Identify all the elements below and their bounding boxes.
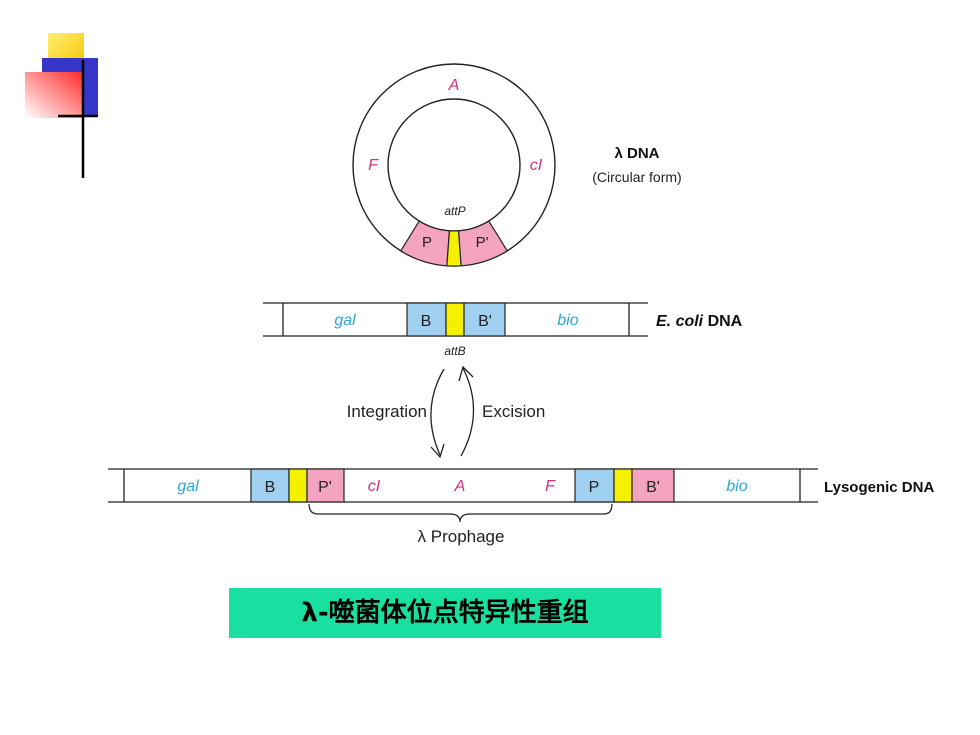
lysogenic-b-label: B <box>265 479 276 496</box>
lysogenic-f-label: F <box>545 478 556 495</box>
ecoli-dna-label-species: E. coli <box>656 313 704 330</box>
ecoli-box-b <box>406 302 447 337</box>
slide-caption: λ-噬菌体位点特异性重组 <box>229 588 661 638</box>
prophage-bracket <box>308 503 613 523</box>
lysogenic-bio-label: bio <box>726 478 747 495</box>
excision-arrowhead <box>458 365 474 382</box>
integration-arrowhead <box>430 443 445 459</box>
ecoli-gal-label: gal <box>334 312 356 329</box>
lysogenic-dna-label: Lysogenic DNA <box>824 479 934 496</box>
lysogenic-box-b-prime <box>631 468 675 503</box>
lysogenic-box-core-left <box>288 468 308 503</box>
lysogenic-a-label: A <box>454 478 466 495</box>
circle-segment-p-prime-label: P' <box>476 234 489 251</box>
circle-segment-p-prime <box>457 220 509 267</box>
ecoli-b-prime-label: B' <box>478 313 492 330</box>
circle-gene-f: F <box>368 157 379 174</box>
ecoli-dna-label-suffix: DNA <box>703 313 743 330</box>
circle-segment-p-label: P <box>422 234 432 251</box>
circle-gene-ci: cI <box>530 157 543 174</box>
slide-corner-decoration <box>25 33 98 178</box>
deco-red-square <box>25 72 83 118</box>
excision-arrow <box>460 367 475 457</box>
lambda-dna-title: λ DNA <box>614 145 659 162</box>
lambda-dna-subtitle: (Circular form) <box>592 169 681 185</box>
ecoli-b-label: B <box>421 313 432 330</box>
lysogenic-b-prime-label: B' <box>646 479 660 496</box>
lambda-circular-dna: A F cI attP P P' λ DNA (Circular form) <box>352 63 682 267</box>
ecoli-dna-label: E. coli DNA <box>656 313 743 330</box>
circle-attp-label: attP <box>444 204 465 218</box>
lysogenic-p-label: P <box>589 479 600 496</box>
lysogenic-gal-label: gal <box>177 478 199 495</box>
ecoli-box-core <box>445 302 465 337</box>
lysogenic-dna-strip: gal B P' cI A F P B' bio Lysogenic DNA λ… <box>108 468 934 546</box>
lysogenic-box-b <box>250 468 290 503</box>
lysogenic-p-prime-label: P' <box>318 479 332 496</box>
integration-arrow <box>430 368 445 456</box>
ecoli-box-b-prime <box>463 302 506 337</box>
lysogenic-box-p-prime <box>306 468 345 503</box>
excision-label: Excision <box>482 402 545 421</box>
integration-excision-arrows: Integration Excision <box>347 365 545 459</box>
prophage-label: λ Prophage <box>418 527 505 546</box>
ecoli-dna-strip: gal B B' bio attB E. coli DNA <box>263 302 743 358</box>
ecoli-attb-label: attB <box>444 344 465 358</box>
integration-label: Integration <box>347 402 427 421</box>
circle-gene-a: A <box>448 77 460 94</box>
lysogenic-box-core-right <box>613 468 633 503</box>
lysogenic-ci-label: cI <box>368 478 381 495</box>
ecoli-bio-label: bio <box>557 312 578 329</box>
